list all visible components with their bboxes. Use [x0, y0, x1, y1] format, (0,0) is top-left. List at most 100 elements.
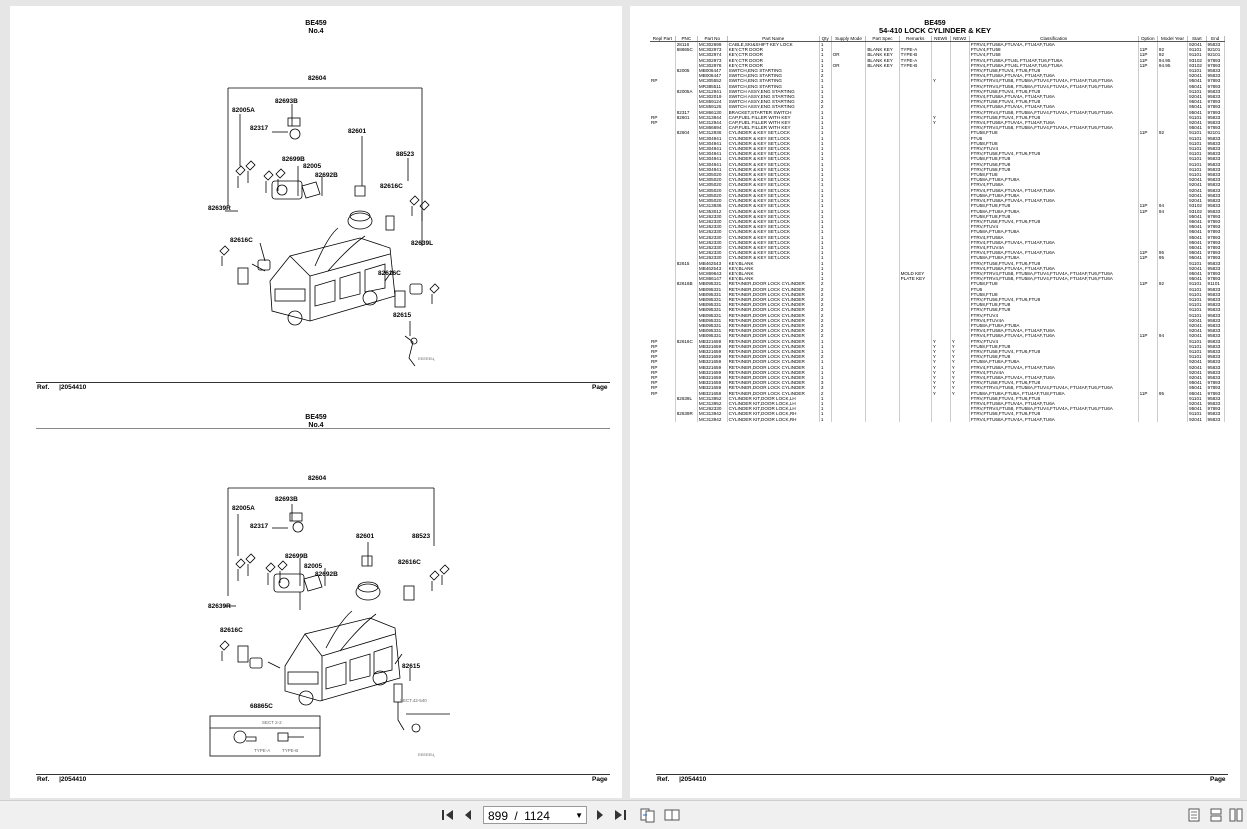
- next-page-icon[interactable]: [592, 807, 608, 823]
- table-cell: [865, 239, 900, 245]
- table-cell: Y: [931, 364, 951, 370]
- last-page-icon[interactable]: [612, 807, 628, 823]
- table-cell: [1138, 213, 1158, 219]
- table-cell: 1: [819, 203, 832, 209]
- table-cell: 95833: [1206, 260, 1226, 266]
- svg-text:SECT 2-2: SECT 2-2: [262, 720, 282, 725]
- first-page-icon[interactable]: [440, 807, 456, 823]
- table-cell: 11P: [1138, 333, 1158, 339]
- table-cell: [1138, 125, 1158, 131]
- table-cell: [831, 213, 867, 219]
- swap-pages-icon[interactable]: [640, 807, 656, 823]
- table-cell: 91101: [1187, 151, 1207, 157]
- table-cell: [675, 307, 698, 313]
- table-cell: [1157, 322, 1189, 329]
- table-cell: [899, 411, 932, 417]
- table-cell: [865, 265, 900, 271]
- table-cell: 95833: [1206, 135, 1226, 141]
- table-cell: [931, 166, 951, 173]
- table-cell: [831, 302, 867, 308]
- page-dropdown-icon[interactable]: ▼: [575, 811, 583, 820]
- table-cell: [931, 172, 951, 178]
- table-cell: [650, 109, 676, 115]
- table-cell: [865, 260, 900, 266]
- table-cell: [650, 213, 676, 219]
- table-cell: [675, 182, 698, 188]
- table-cell: 94.95: [1157, 57, 1189, 63]
- table-cell: FTRV4,FTU58A,FTUV4A, FTU4AF,TU6A: [969, 401, 1139, 407]
- continuous-view-icon[interactable]: [1208, 807, 1224, 823]
- page-number-input[interactable]: 899 / 1124 ▼: [483, 806, 587, 824]
- table-cell: RETAINER,DOOR LOCK CYLINDER: [727, 291, 820, 297]
- table-cell: MB095331: [697, 328, 728, 334]
- table-cell: [675, 177, 698, 183]
- table-cell: [675, 406, 698, 412]
- table-cell: 92041: [1187, 333, 1207, 339]
- table-cell: 95833: [1206, 333, 1226, 339]
- table-cell: [650, 140, 676, 147]
- table-cell: [931, 265, 951, 271]
- table-cell: [831, 218, 867, 225]
- table-cell: [1138, 354, 1158, 360]
- table-cell: [831, 307, 867, 313]
- table-cell: [675, 328, 698, 334]
- page-label: Page: [592, 384, 608, 391]
- table-cell: [950, 166, 970, 173]
- table-cell: RETAINER,DOOR LOCK CYLINDER: [727, 286, 820, 292]
- table-cell: [1157, 286, 1189, 292]
- table-cell: MC313942: [697, 416, 728, 422]
- table-cell: MC866694: [697, 125, 728, 131]
- table-cell: [865, 151, 900, 157]
- table-cell: [950, 255, 970, 261]
- prev-page-icon[interactable]: [460, 807, 476, 823]
- table-cell: 2: [819, 307, 832, 313]
- table-cell: [1157, 192, 1189, 199]
- table-cell: [650, 307, 676, 313]
- table-cell: [899, 68, 932, 74]
- table-cell: 95833: [1206, 348, 1226, 355]
- table-cell: 2: [819, 104, 832, 110]
- table-cell: [950, 161, 970, 167]
- table-cell: [831, 276, 867, 282]
- table-cell: MC262330: [697, 224, 728, 230]
- table-cell: [1138, 307, 1158, 313]
- table-cell: 1: [819, 198, 832, 204]
- two-page-view-icon[interactable]: [1228, 807, 1244, 823]
- table-cell: CYLINDER KIT,DOOR LOCK,RH: [727, 416, 820, 422]
- table-cell: [950, 52, 970, 58]
- table-cell: [1138, 270, 1158, 277]
- table-cell: 1: [819, 78, 832, 84]
- table-cell: RETAINER,DOOR LOCK CYLINDER: [727, 364, 820, 370]
- table-cell: 97893: [1206, 250, 1226, 256]
- table-cell: [865, 156, 900, 162]
- table-cell: [675, 234, 698, 240]
- table-cell: 97893: [1206, 78, 1226, 84]
- table-cell: [675, 78, 698, 84]
- table-cell: [899, 317, 932, 323]
- table-cell: 3: [819, 380, 832, 386]
- two-page-icon[interactable]: [664, 807, 680, 823]
- table-cell: [1138, 338, 1158, 344]
- table-cell: FTRV4,FTU58A,FTUV4A, FTU4AF,TU6A: [969, 41, 1139, 48]
- table-cell: [865, 255, 900, 261]
- table-cell: 1: [819, 172, 832, 178]
- table-cell: [1138, 41, 1158, 48]
- table-cell: [650, 41, 676, 48]
- table-cell: 95: [1157, 390, 1189, 396]
- table-cell: [865, 291, 900, 297]
- single-page-view-icon[interactable]: [1186, 807, 1202, 823]
- table-cell: [831, 182, 867, 188]
- table-cell: 1: [819, 120, 832, 126]
- table-cell: [831, 94, 867, 100]
- table-cell: [1157, 234, 1189, 240]
- table-cell: MC313936: [697, 203, 728, 209]
- table-cell: 94.95: [1157, 62, 1189, 69]
